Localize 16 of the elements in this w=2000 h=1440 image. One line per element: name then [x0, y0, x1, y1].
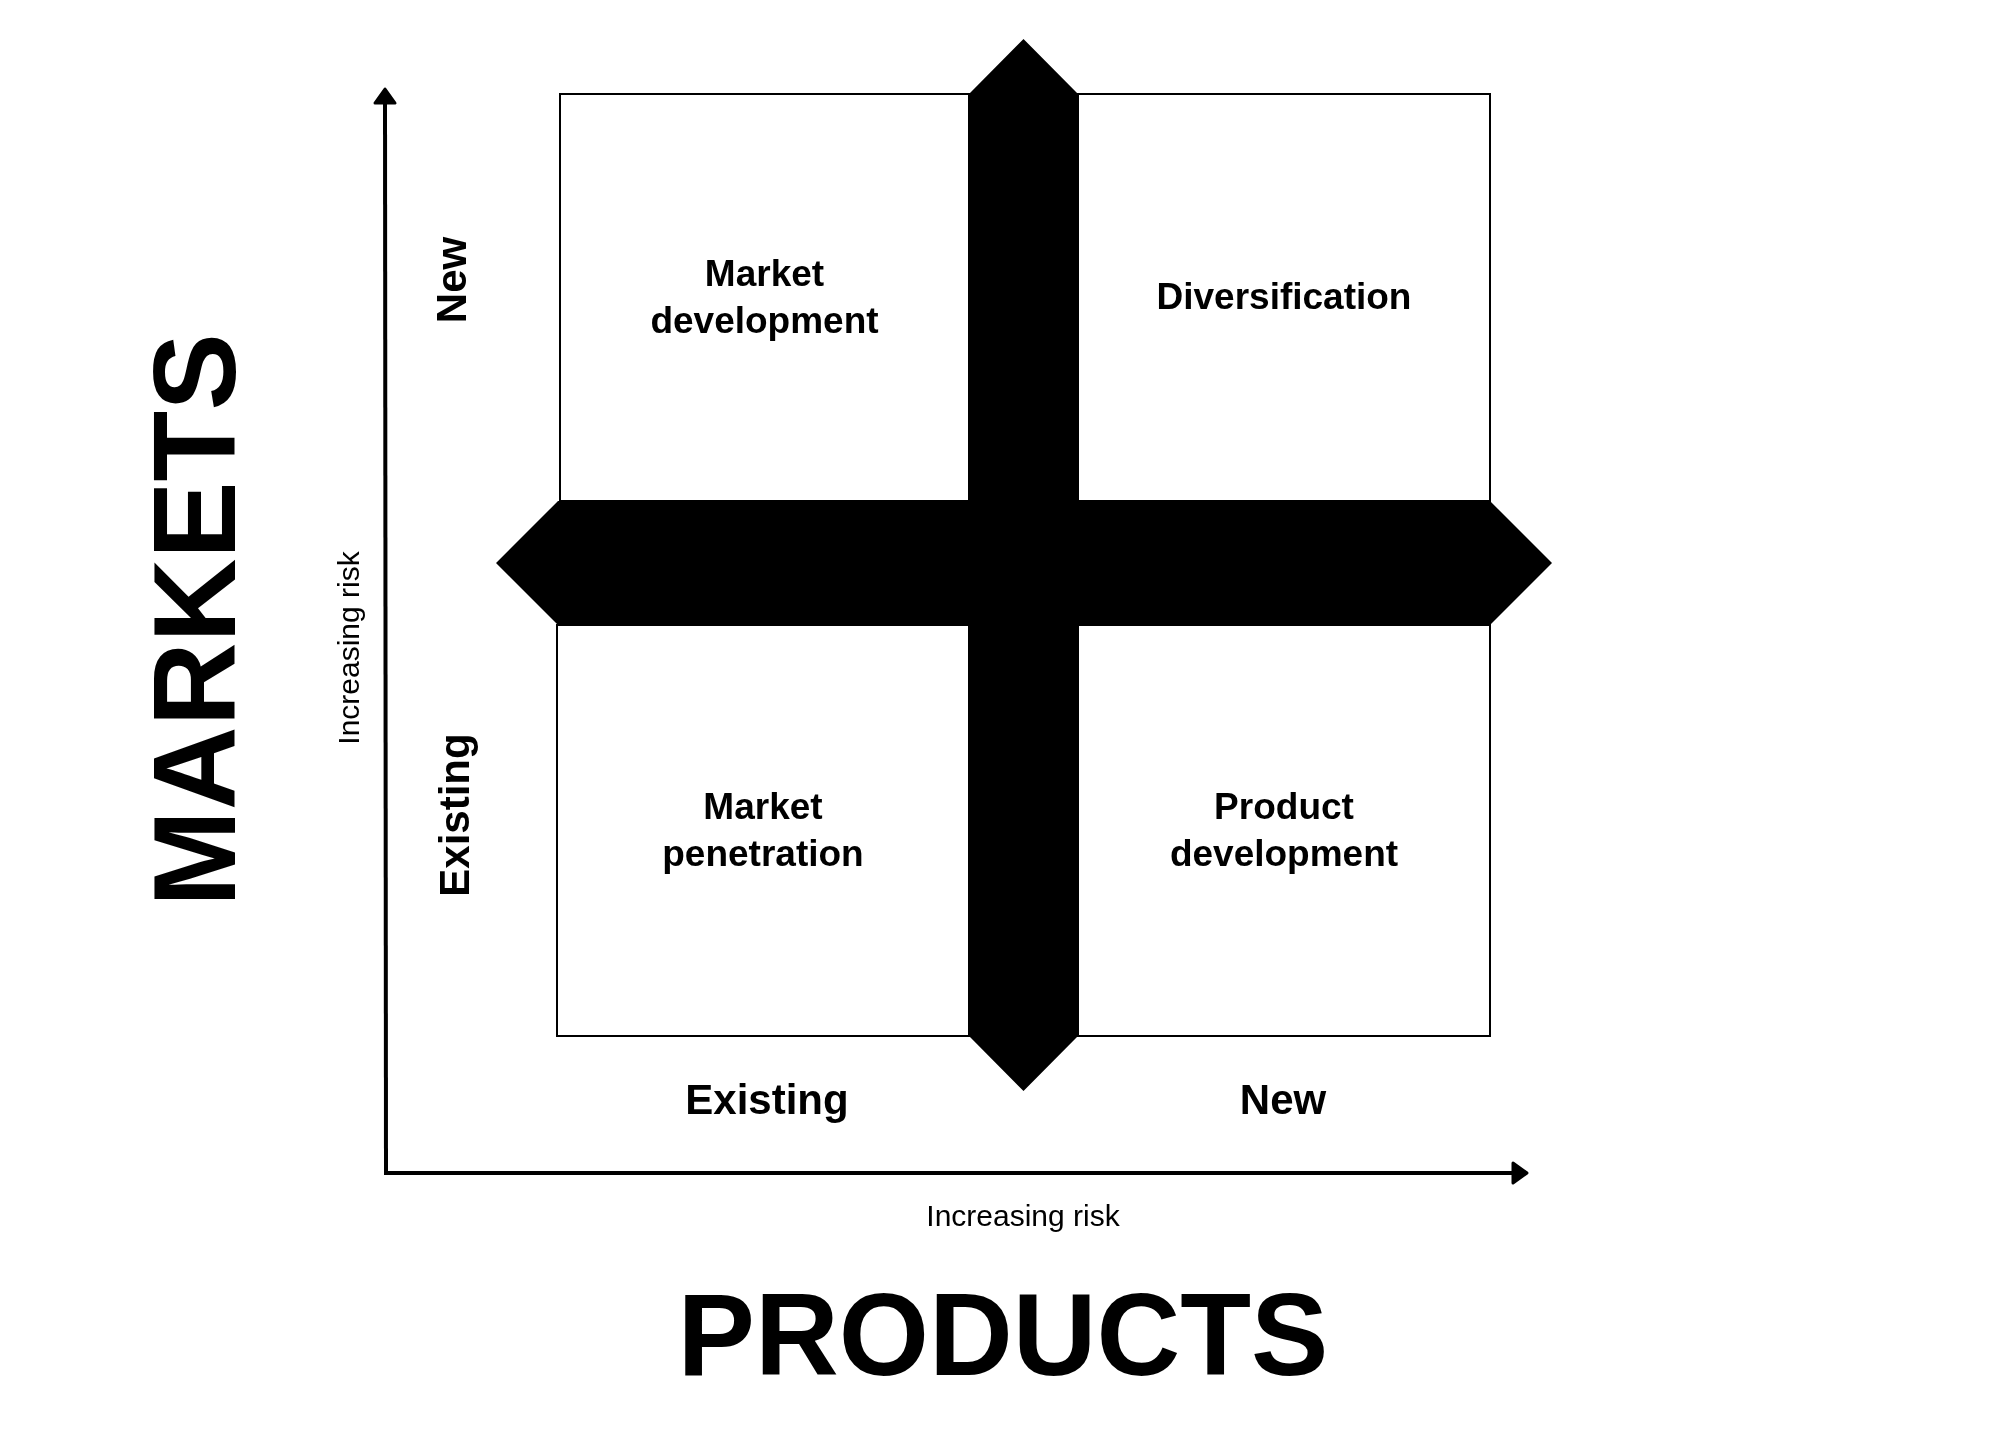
- quadrant-label: Product development: [1168, 784, 1400, 876]
- category-label: New: [1239, 1076, 1327, 1124]
- category-label: Existing: [431, 733, 479, 897]
- category-label: Existing: [685, 1076, 849, 1124]
- axis-title: MARKETS: [132, 333, 260, 907]
- quadrant-box: [559, 93, 970, 502]
- quadrant-box: [1077, 624, 1491, 1037]
- quadrant-label: Diversification: [1156, 275, 1412, 319]
- quadrant-box: [1077, 93, 1491, 502]
- axis-caption: Increasing risk: [331, 551, 365, 745]
- quadrant-label: Market penetration: [661, 784, 865, 876]
- quadrant-box: [556, 624, 970, 1037]
- quadrant-label: Market development: [649, 251, 880, 343]
- category-label: New: [428, 236, 476, 324]
- axis-title: PRODUCTS: [677, 1272, 1329, 1400]
- axis-caption: Increasing risk: [926, 1198, 1120, 1232]
